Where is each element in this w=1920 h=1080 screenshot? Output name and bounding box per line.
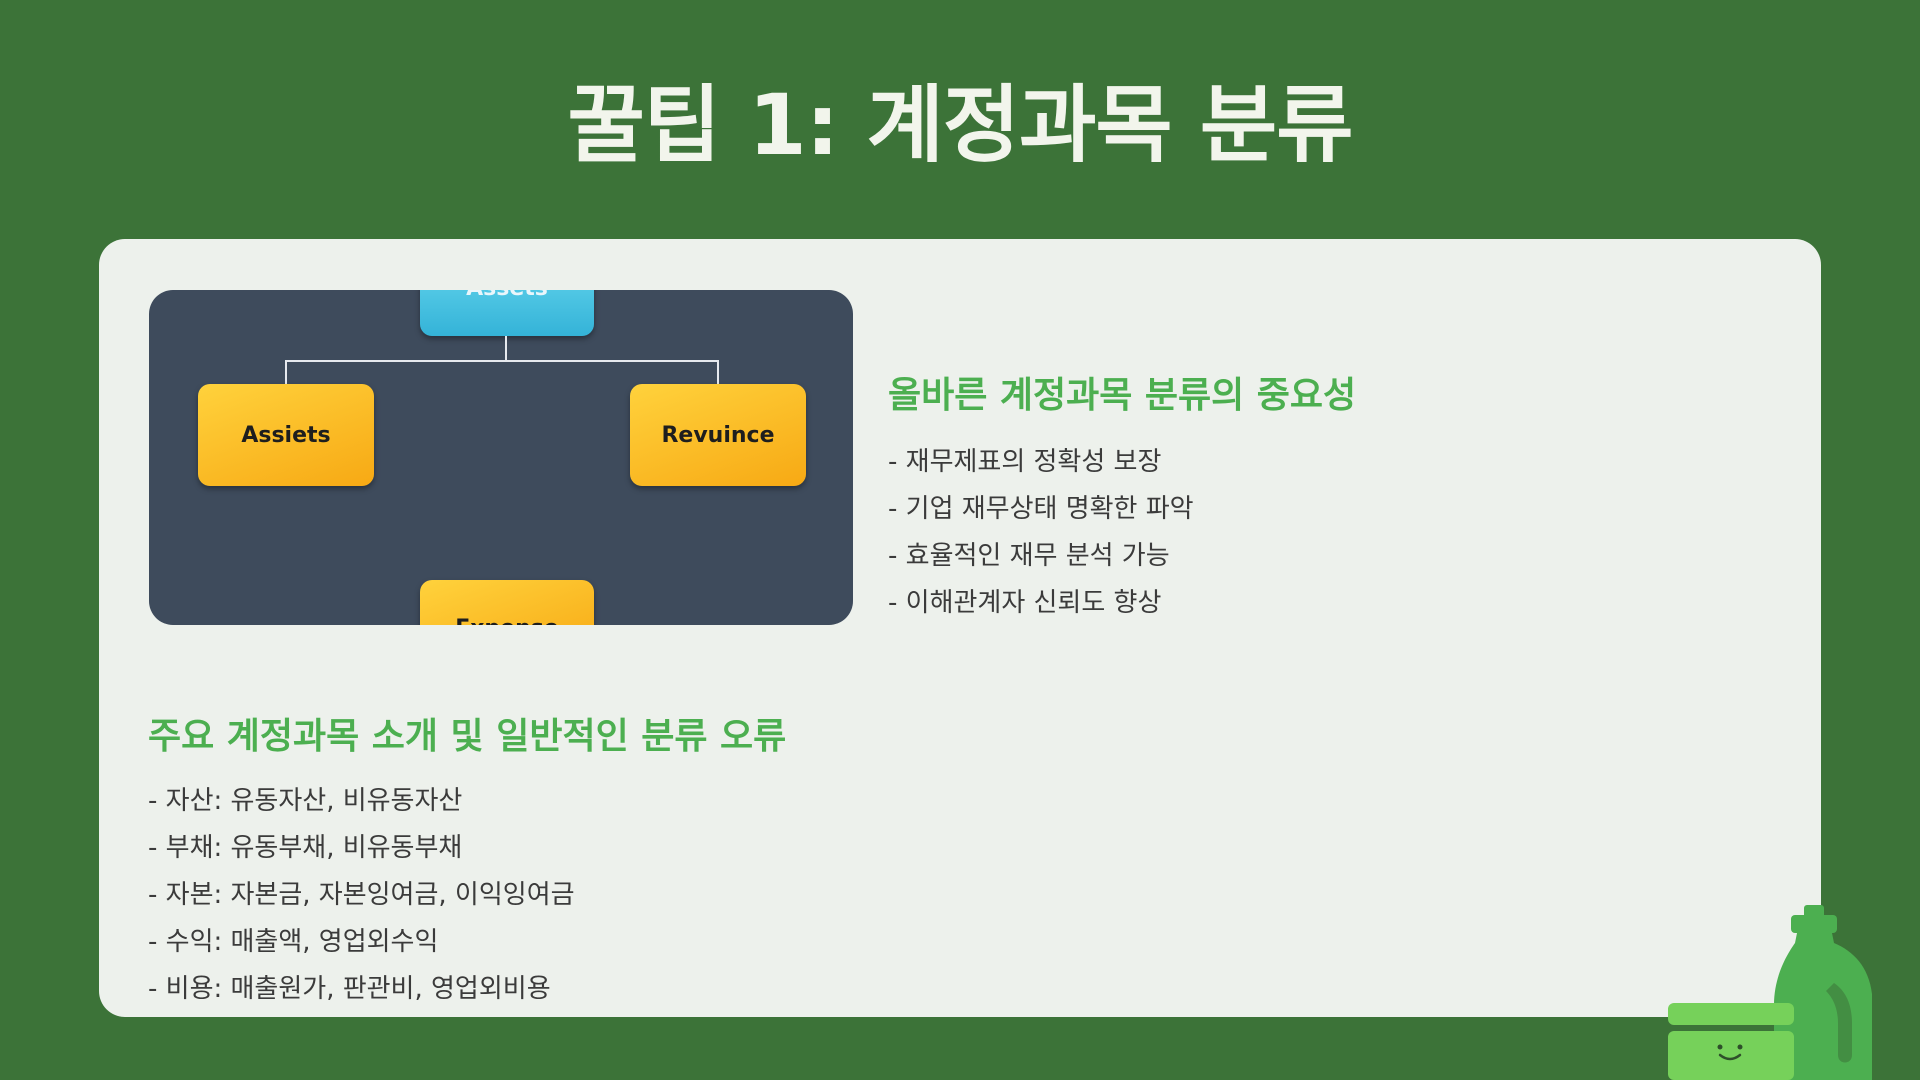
diagram-connector-right <box>717 360 719 384</box>
diagram-connector-horizontal <box>285 360 719 362</box>
importance-heading: 올바른 계정과목 분류의 중요성 <box>888 375 1357 416</box>
accounts-heading: 주요 계정과목 소개 및 일반적인 분류 오류 <box>148 716 787 757</box>
accounts-list: - 자산: 유동자산, 비유동자산 - 부채: 유동부채, 비유동부채 - 자본… <box>148 778 575 1013</box>
diagram-connector-vertical <box>505 336 507 360</box>
list-item: - 자산: 유동자산, 비유동자산 <box>148 786 463 816</box>
list-item: - 효율적인 재무 분석 가능 <box>888 541 1170 571</box>
list-item: - 기업 재무상태 명확한 파악 <box>888 494 1194 524</box>
diagram-connector-left <box>285 360 287 384</box>
list-item: - 수익: 매출액, 영업외수익 <box>148 927 439 957</box>
account-diagram-image: Assets Assiets Revuince Expense <box>149 290 853 625</box>
importance-list: - 재무제표의 정확성 보장 - 기업 재무상태 명확한 파악 - 효율적인 재… <box>888 439 1194 627</box>
list-item: - 자본: 자본금, 자본잉여금, 이익잉여금 <box>148 880 575 910</box>
diagram-node-top-label: Assets <box>466 290 548 301</box>
slide-title: 꿀팁 1: 계정과목 분류 <box>567 76 1353 174</box>
diagram-node-revenue: Revuince <box>630 384 806 486</box>
detergent-bottle-icon <box>1668 905 1872 1080</box>
list-item: - 비용: 매출원가, 판관비, 영업외비용 <box>148 974 551 1004</box>
diagram-node-expense: Expense <box>420 580 594 625</box>
diagram-node-assets: Assiets <box>198 384 374 486</box>
content-card: Assets Assiets Revuince Expense 올바른 계정과목… <box>99 239 1821 1017</box>
list-item: - 재무제표의 정확성 보장 <box>888 447 1162 477</box>
list-item: - 부채: 유동부채, 비유동부채 <box>148 833 463 863</box>
list-item: - 이해관계자 신뢰도 향상 <box>888 588 1162 618</box>
diagram-node-top: Assets <box>420 290 594 336</box>
